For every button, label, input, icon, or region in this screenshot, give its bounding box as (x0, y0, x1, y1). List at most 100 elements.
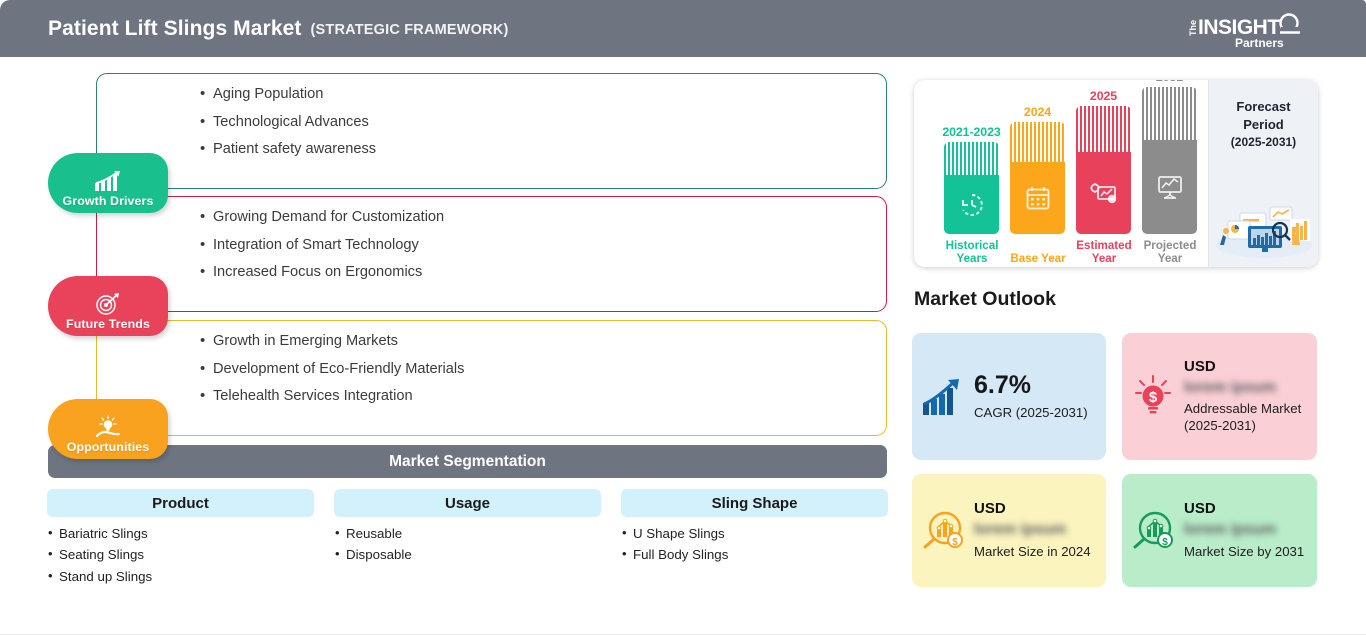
bar-chart-growth-icon (93, 169, 123, 193)
list-item: Integration of Smart Technology (200, 237, 886, 253)
cagr-card[interactable]: 6.7% CAGR (2025-2031) (912, 333, 1106, 460)
bar-solid-section (1010, 162, 1065, 234)
list-item: Seating Slings (47, 547, 314, 561)
bar-solid-section (1076, 152, 1131, 234)
list-item: Technological Advances (200, 114, 886, 130)
opportunities-list: Growth in Emerging Markets Development o… (97, 321, 886, 404)
market-size-2031-body: USD lorem ipsum Market Size by 2031 (1184, 501, 1317, 560)
addressable-market-caption: Addressable Market (2025-2031) (1184, 401, 1302, 433)
segmentation-header: Usage (334, 489, 601, 517)
future-trends-label: Future Trends (66, 317, 150, 331)
bar-stripe-section (1076, 106, 1131, 152)
currency-label: USD (1184, 500, 1216, 517)
list-item: Full Body Slings (621, 547, 888, 561)
forecast-bar-label: Base Year (1010, 252, 1066, 266)
forecast-period-panel: Forecast Period (2025-2031) (1208, 80, 1318, 267)
insight-partners-logo: The INSIGHT Partners (1180, 10, 1308, 50)
forecast-bar (1142, 87, 1197, 234)
market-size-2031-card[interactable]: $ USD lorem ipsum Market Size by 2031 (1122, 474, 1317, 587)
segmentation-column-sling-shape: Sling Shape U Shape Slings Full Body Sli… (621, 489, 888, 570)
market-segmentation-title: Market Segmentation (48, 445, 887, 478)
bar-chart-arrow-up-icon (912, 377, 974, 417)
future-trends-list: Growing Demand for Customization Integra… (97, 197, 886, 280)
list-item: Bariatric Slings (47, 526, 314, 540)
market-size-2031-caption: Market Size by 2031 (1184, 543, 1305, 559)
list-item: Aging Population (200, 86, 886, 102)
currency-label: USD (974, 500, 1006, 517)
segmentation-column-usage: Usage Reusable Disposable (334, 489, 601, 570)
market-outlook-title: Market Outlook (914, 288, 1056, 310)
forecast-title-line1: Forecast (1236, 99, 1291, 114)
svg-text:The: The (1188, 20, 1198, 36)
forecast-period-title: Forecast Period (2025-2031) (1209, 80, 1318, 151)
growth-drivers-box: Aging Population Technological Advances … (96, 73, 887, 189)
forecast-period-range: (2025-2031) (1230, 135, 1297, 150)
cagr-body: 6.7% CAGR (2025-2031) (974, 371, 1106, 421)
bar-stripe-section (1142, 87, 1197, 140)
list-item: Development of Eco-Friendly Materials (200, 361, 886, 377)
segmentation-list: U Shape Slings Full Body Slings (621, 526, 888, 562)
future-trends-badge[interactable]: Future Trends (48, 276, 168, 336)
addressable-market-value: lorem ipsum (1184, 378, 1277, 396)
cagr-value: 6.7% (974, 371, 1031, 399)
page-subtitle: (STRATEGIC FRAMEWORK) (310, 21, 509, 38)
svg-text:$: $ (1149, 389, 1158, 406)
opportunities-box: Growth in Emerging Markets Development o… (96, 320, 887, 436)
list-item: U Shape Slings (621, 526, 888, 540)
market-size-2024-card[interactable]: $ USD lorem ipsum Market Size in 2024 (912, 474, 1106, 587)
market-size-2024-value: lorem ipsum (974, 521, 1067, 538)
bar-solid-section (1142, 140, 1197, 234)
list-item: Stand up Slings (47, 569, 314, 583)
market-size-2024-caption: Market Size in 2024 (974, 543, 1091, 559)
lightbulb-dollar-icon: $ (1122, 374, 1184, 420)
future-trends-box: Growing Demand for Customization Integra… (96, 196, 887, 312)
page-header: Patient Lift Slings Market (STRATEGIC FR… (0, 0, 1366, 57)
list-item: Increased Focus on Ergonomics (200, 264, 886, 280)
magnifier-chart-dollar-icon: $ (1122, 509, 1184, 553)
addressable-market-card[interactable]: $ USD lorem ipsum Addressable Market (20… (1122, 333, 1317, 460)
segmentation-list: Bariatric Slings Seating Slings Stand up… (47, 526, 314, 583)
market-size-2031-value: lorem ipsum (1184, 521, 1277, 538)
market-size-2024-body: USD lorem ipsum Market Size in 2024 (974, 501, 1106, 560)
segmentation-column-product: Product Bariatric Slings Seating Slings … (47, 489, 314, 591)
list-item: Telehealth Services Integration (200, 388, 886, 404)
segmentation-header: Product (47, 489, 314, 517)
forecast-bar-label: Projected Year (1143, 239, 1197, 266)
bar-solid-section (944, 175, 999, 234)
svg-text:$: $ (952, 537, 958, 548)
list-item: Disposable (334, 547, 601, 561)
lightbulb-hand-icon (93, 415, 123, 439)
growth-drivers-badge[interactable]: Growth Drivers (48, 153, 168, 213)
business-analytics-illustration (1216, 206, 1312, 258)
forecast-bar-year: 2024 (1023, 105, 1052, 119)
segmentation-header: Sling Shape (621, 489, 888, 517)
list-item: Growing Demand for Customization (200, 209, 886, 225)
svg-text:$: $ (1162, 537, 1168, 548)
magnifier-chart-dollar-icon: $ (912, 509, 974, 553)
forecast-bar-label: Historical Years (945, 239, 999, 266)
forecast-bar-year: 2031 (1131, 80, 1208, 84)
forecast-bar-label: Estimated Year (1076, 239, 1132, 266)
segmentation-list: Reusable Disposable (334, 526, 601, 562)
target-dart-icon (95, 292, 121, 316)
cagr-caption: CAGR (2025-2031) (974, 405, 1088, 420)
svg-text:INSIGHT: INSIGHT (1198, 16, 1280, 39)
left-column: Aging Population Technological Advances … (0, 57, 905, 635)
forecast-bar (944, 142, 999, 234)
bar-stripe-section (944, 142, 999, 175)
list-item: Reusable (334, 526, 601, 540)
forecast-bar-year: 2021-2023 (942, 125, 1001, 139)
forecast-bar (1076, 106, 1131, 234)
growth-drivers-list: Aging Population Technological Advances … (97, 74, 886, 157)
opportunities-badge[interactable]: Opportunities (48, 399, 168, 459)
currency-label: USD (1184, 357, 1216, 375)
forecast-bar (1010, 122, 1065, 234)
bar-stripe-section (1010, 122, 1065, 162)
list-item: Patient safety awareness (200, 141, 886, 157)
forecast-bar-year: 2025 (1089, 89, 1118, 103)
growth-drivers-label: Growth Drivers (62, 194, 154, 208)
list-item: Growth in Emerging Markets (200, 333, 886, 349)
